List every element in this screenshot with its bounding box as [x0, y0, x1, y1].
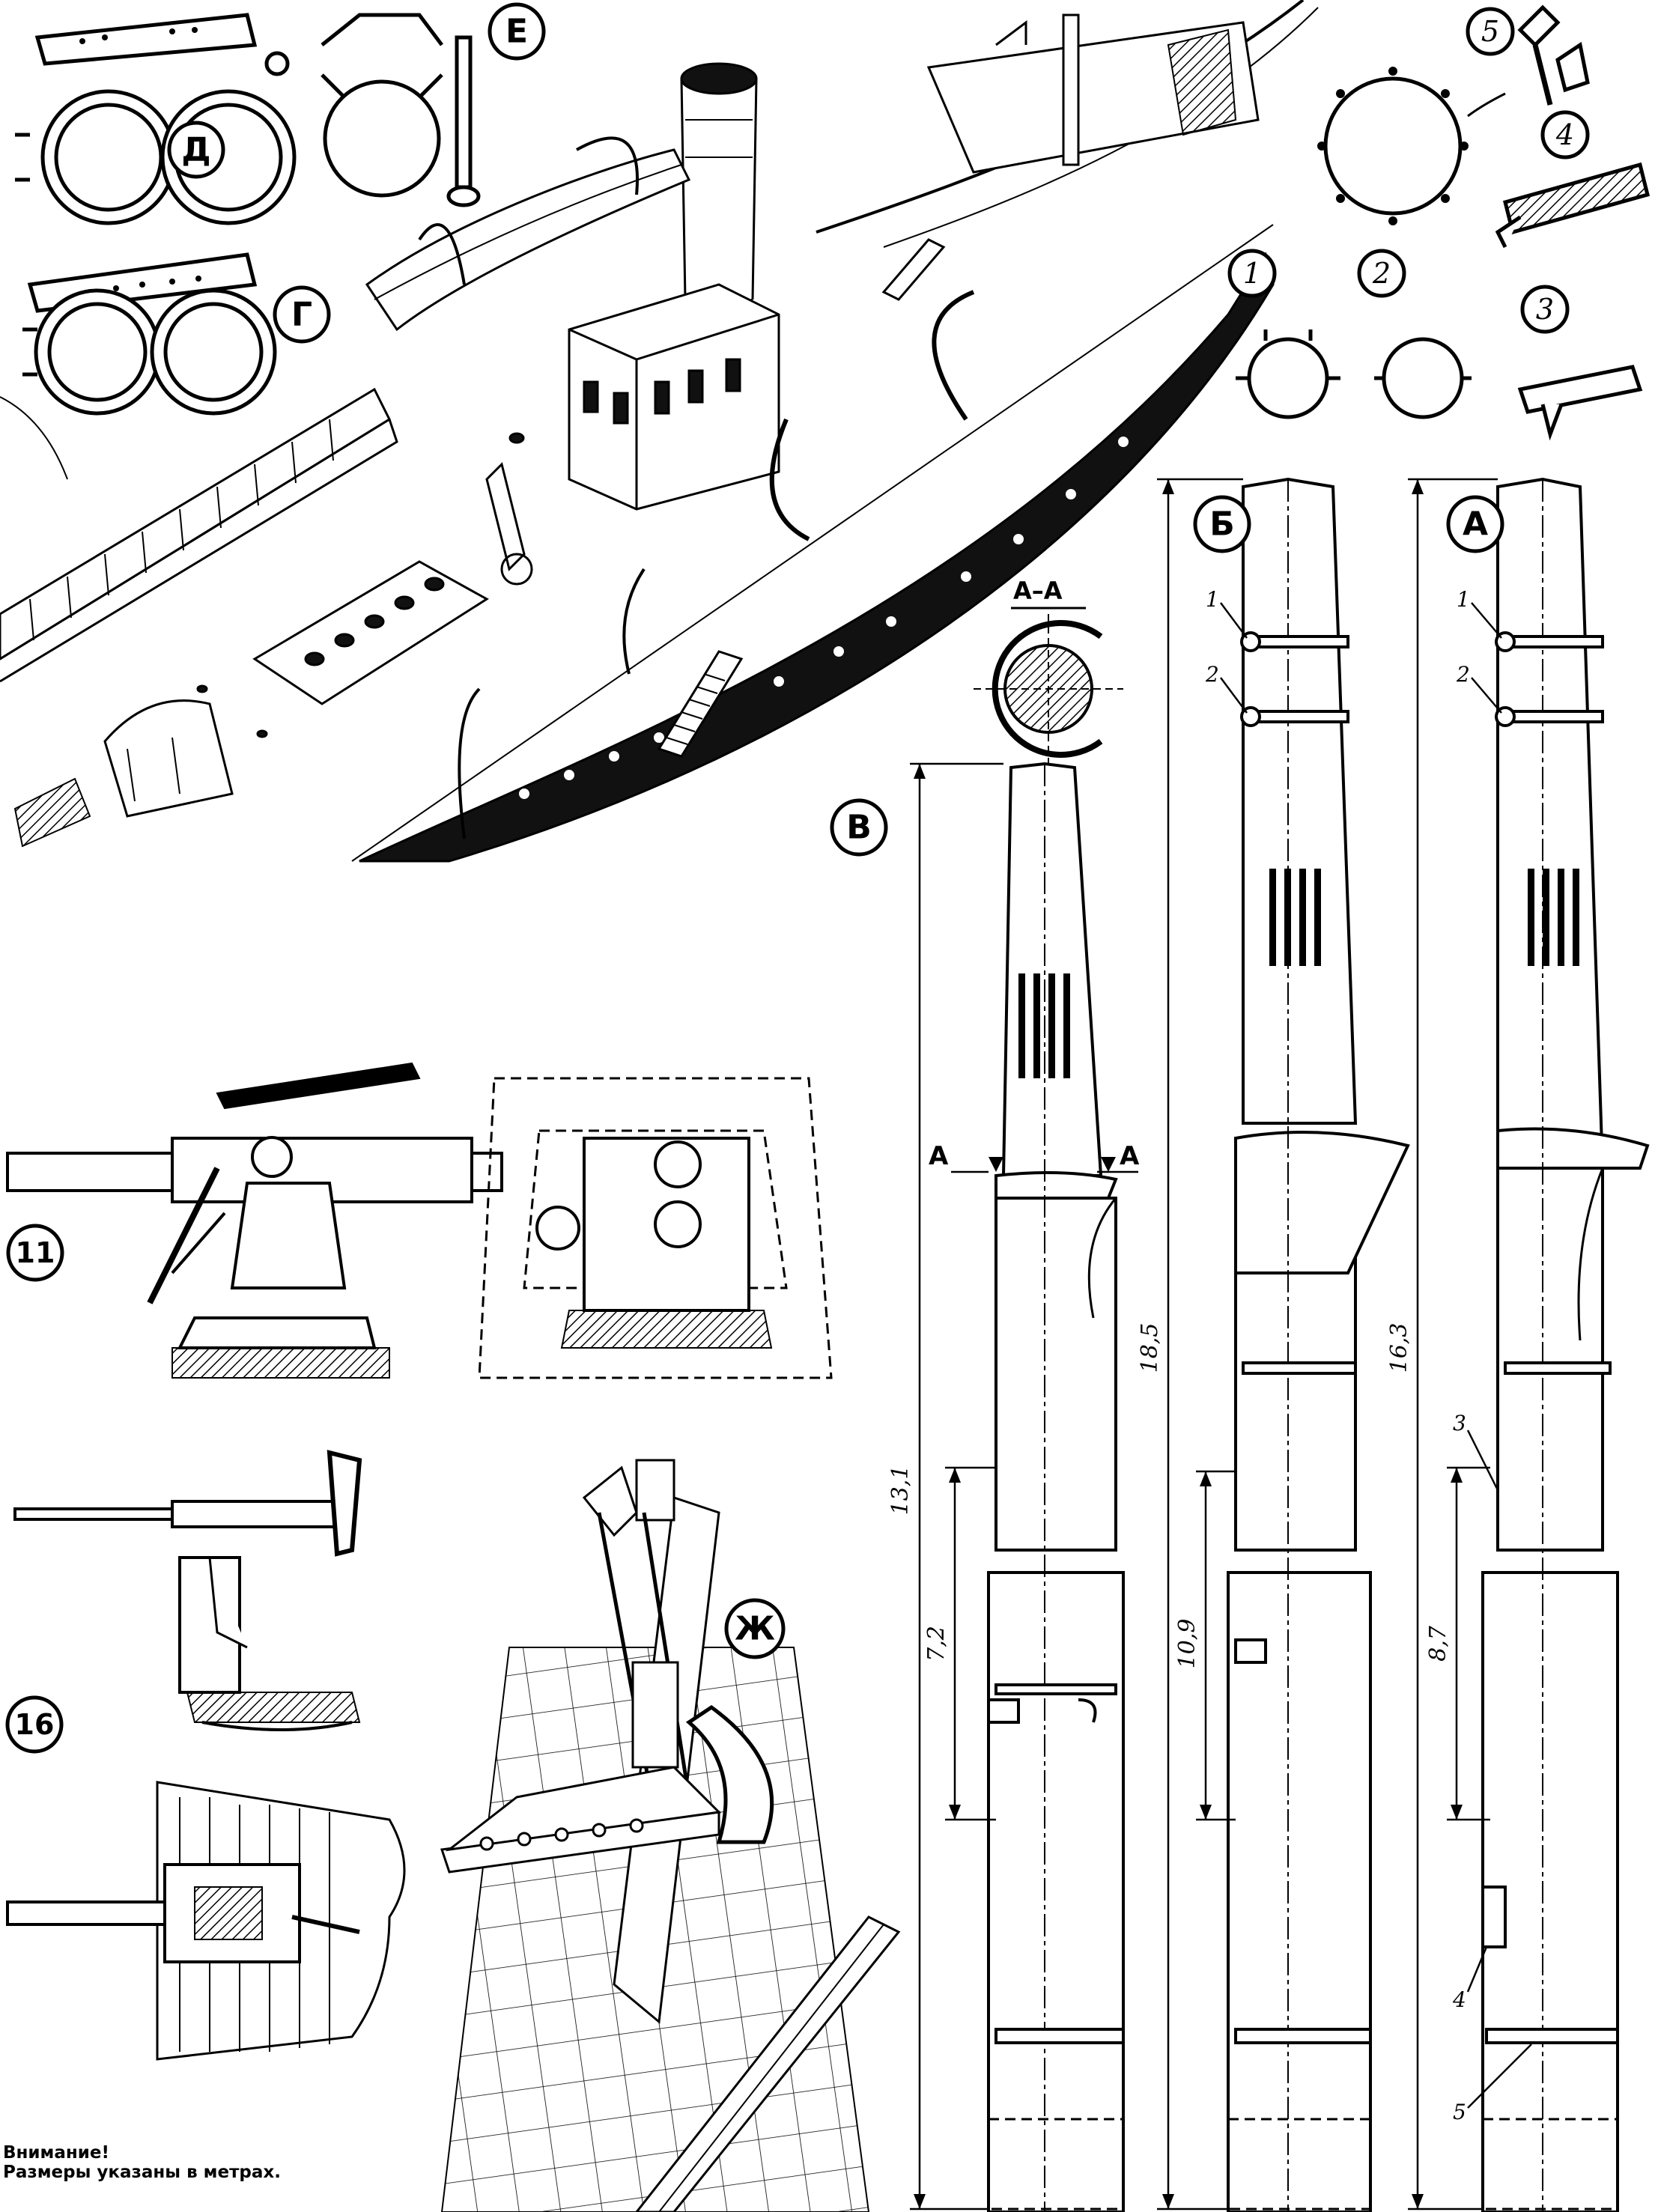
section-cut-right: А: [1120, 1141, 1140, 1171]
gun-16-view: [6, 1450, 406, 2061]
label-circle-a: [1446, 495, 1504, 553]
mast-a: [1481, 477, 1650, 2212]
note-warning: Внимание!: [3, 2143, 109, 2163]
view-label-v: В: [846, 809, 872, 847]
view-label-a: А: [1463, 505, 1488, 544]
view-label-zh: Ж: [735, 1610, 775, 1648]
gun-label-16: 16: [15, 1708, 55, 1741]
label-circle-4: [1540, 110, 1590, 159]
mast-bands-detail: [15, 13, 481, 416]
mast-a-dim-lower: 8,7: [1425, 1625, 1451, 1662]
label-circle-2: [1357, 249, 1406, 298]
mast-b: [1227, 477, 1410, 2212]
detail-label-4: 4: [1555, 118, 1574, 151]
crows-nest-view: [440, 1459, 901, 2212]
mast-a-callout-3: 3: [1453, 1411, 1466, 1435]
label-circle-11: [6, 1224, 64, 1282]
mast-c-dim-total: 13,1: [887, 1465, 914, 1516]
mast-a-callout-4: 4: [1452, 1987, 1466, 2012]
label-circle-d: [167, 121, 225, 179]
gun-11-view: [6, 1062, 833, 1379]
ship-perspective-view: [0, 0, 1319, 863]
mast-b-callout-2: 2: [1205, 662, 1219, 687]
section-a-a: [974, 607, 1123, 764]
mast-b-dim-lower: 10,9: [1174, 1619, 1200, 1669]
label-circle-g: [273, 285, 331, 344]
mast-b-dim-total: 18,5: [1137, 1323, 1163, 1373]
label-circle-e: [488, 2, 546, 61]
detail-label-2: 2: [1372, 257, 1391, 290]
detail-label-1: 1: [1243, 257, 1261, 290]
label-circle-16: [5, 1695, 64, 1754]
label-circle-3: [1520, 285, 1570, 334]
mast-a-dim-total: 16,3: [1386, 1323, 1412, 1373]
gun-label-11: 11: [16, 1236, 55, 1269]
circled-labels: [5, 2, 1590, 1754]
units-note: Внимание! Размеры указаны в метрах.: [3, 2143, 281, 2182]
mast-c-dim-lower: 7,2: [923, 1626, 950, 1662]
label-circle-1: [1227, 249, 1277, 298]
section-title: А–А: [1013, 577, 1063, 605]
view-label-g: Г: [291, 296, 312, 334]
arrowheads: [914, 479, 1463, 2209]
detail-label-5: 5: [1481, 15, 1499, 48]
view-label-b: Б: [1209, 505, 1235, 544]
label-circle-b: [1193, 495, 1251, 553]
mast-c: [987, 762, 1125, 2212]
label-circle-v: [830, 798, 888, 857]
label-circle-zh: [724, 1598, 786, 1659]
section-cut-left: А: [929, 1141, 949, 1171]
dimension-lines: [910, 478, 1532, 2211]
mast-a-callout-1: 1: [1457, 587, 1470, 612]
detail-label-3: 3: [1536, 293, 1554, 326]
mast-a-callout-2: 2: [1456, 662, 1470, 687]
mast-a-callout-5: 5: [1453, 2100, 1466, 2124]
note-units: Размеры указаны в метрах.: [3, 2163, 281, 2182]
view-label-e: Е: [505, 13, 528, 51]
label-circle-5: [1466, 7, 1515, 56]
fittings-detail: [1236, 4, 1651, 441]
view-label-d: Д: [181, 131, 210, 169]
mast-b-callout-1: 1: [1206, 587, 1219, 612]
